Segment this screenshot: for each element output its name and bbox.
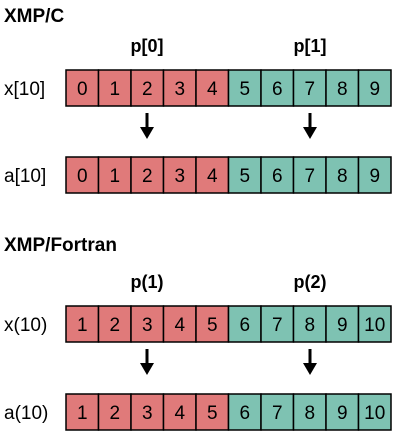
array-cell bbox=[97, 156, 132, 194]
array-label-a: a[10] bbox=[4, 166, 46, 187]
array-cell bbox=[130, 305, 165, 343]
array-cell-value: 4 bbox=[174, 315, 185, 336]
array-cell-value: 2 bbox=[142, 166, 153, 187]
array-cell-value: 7 bbox=[304, 79, 315, 100]
down-arrow bbox=[303, 113, 317, 139]
array-cell bbox=[97, 305, 132, 343]
section-heading: XMP/Fortran bbox=[4, 235, 117, 256]
array-cell-value: 4 bbox=[174, 403, 185, 424]
array-cell-value: 3 bbox=[142, 403, 153, 424]
array-cell bbox=[260, 305, 295, 343]
array-cell-value: 1 bbox=[109, 166, 120, 187]
down-arrow bbox=[140, 113, 154, 139]
array-cell-value: 9 bbox=[369, 79, 380, 100]
array-cell bbox=[195, 393, 230, 431]
array-cell-value: 1 bbox=[77, 403, 88, 424]
array-cell-value: 6 bbox=[239, 403, 250, 424]
array-cell-value: 6 bbox=[272, 79, 283, 100]
array-cell-value: 8 bbox=[304, 403, 315, 424]
array-cell bbox=[357, 393, 392, 431]
array-cell-value: 9 bbox=[337, 403, 348, 424]
array-cell-value: 8 bbox=[304, 315, 315, 336]
array-cell-value: 7 bbox=[272, 315, 283, 336]
array-cell-value: 1 bbox=[109, 79, 120, 100]
array-cell-value: 2 bbox=[109, 315, 120, 336]
array-label-a: a(10) bbox=[4, 403, 48, 424]
array-cell-value: 4 bbox=[207, 79, 218, 100]
proc-label-p2: p(2) bbox=[294, 272, 327, 292]
array-cell bbox=[260, 393, 295, 431]
array-cell bbox=[195, 156, 230, 194]
array-cell-value: 5 bbox=[207, 315, 218, 336]
array-cell bbox=[227, 393, 262, 431]
section-heading: XMP/C bbox=[4, 6, 64, 27]
array-cell-value: 10 bbox=[364, 315, 385, 336]
array-cell-value: 8 bbox=[337, 166, 348, 187]
array-cell bbox=[97, 69, 132, 107]
array-cell-value: 1 bbox=[77, 315, 88, 336]
array-cell bbox=[227, 156, 262, 194]
array-cell-value: 7 bbox=[272, 403, 283, 424]
array-cell-value: 2 bbox=[142, 79, 153, 100]
array-cell bbox=[227, 305, 262, 343]
array-cell bbox=[195, 69, 230, 107]
array-cell bbox=[260, 156, 295, 194]
array-cell-value: 4 bbox=[207, 166, 218, 187]
down-arrow bbox=[140, 349, 154, 375]
array-cell-value: 7 bbox=[304, 166, 315, 187]
proc-label-p1: p(1) bbox=[131, 272, 164, 292]
array-cell-value: 0 bbox=[77, 166, 88, 187]
array-cell-value: 5 bbox=[207, 403, 218, 424]
down-arrow bbox=[303, 349, 317, 375]
array-cell-value: 9 bbox=[369, 166, 380, 187]
array-cell-value: 3 bbox=[174, 79, 185, 100]
array-cell bbox=[357, 156, 392, 194]
array-cell-value: 5 bbox=[239, 166, 250, 187]
array-cell-value: 3 bbox=[174, 166, 185, 187]
array-cell-value: 5 bbox=[239, 79, 250, 100]
array-cell-value: 9 bbox=[337, 315, 348, 336]
array-cell bbox=[292, 393, 327, 431]
array-cell-value: 10 bbox=[364, 403, 385, 424]
array-cell-value: 3 bbox=[142, 315, 153, 336]
array-cell-value: 0 bbox=[77, 79, 88, 100]
proc-label-p1: p[1] bbox=[294, 36, 327, 56]
array-cell-value: 8 bbox=[337, 79, 348, 100]
array-label-x: x(10) bbox=[4, 315, 47, 336]
array-cell bbox=[325, 69, 360, 107]
array-cell bbox=[357, 69, 392, 107]
array-cell bbox=[292, 69, 327, 107]
array-cell bbox=[130, 69, 165, 107]
array-cell bbox=[325, 393, 360, 431]
array-label-x: x[10] bbox=[4, 79, 45, 100]
array-cell bbox=[162, 305, 197, 343]
array-cell bbox=[65, 156, 100, 194]
proc-label-p0: p[0] bbox=[131, 36, 164, 56]
array-cell-value: 6 bbox=[272, 166, 283, 187]
array-cell bbox=[162, 156, 197, 194]
array-cell bbox=[65, 69, 100, 107]
array-cell bbox=[260, 69, 295, 107]
array-cell-value: 2 bbox=[109, 403, 120, 424]
array-cell-value: 6 bbox=[239, 315, 250, 336]
array-cell bbox=[357, 305, 392, 343]
